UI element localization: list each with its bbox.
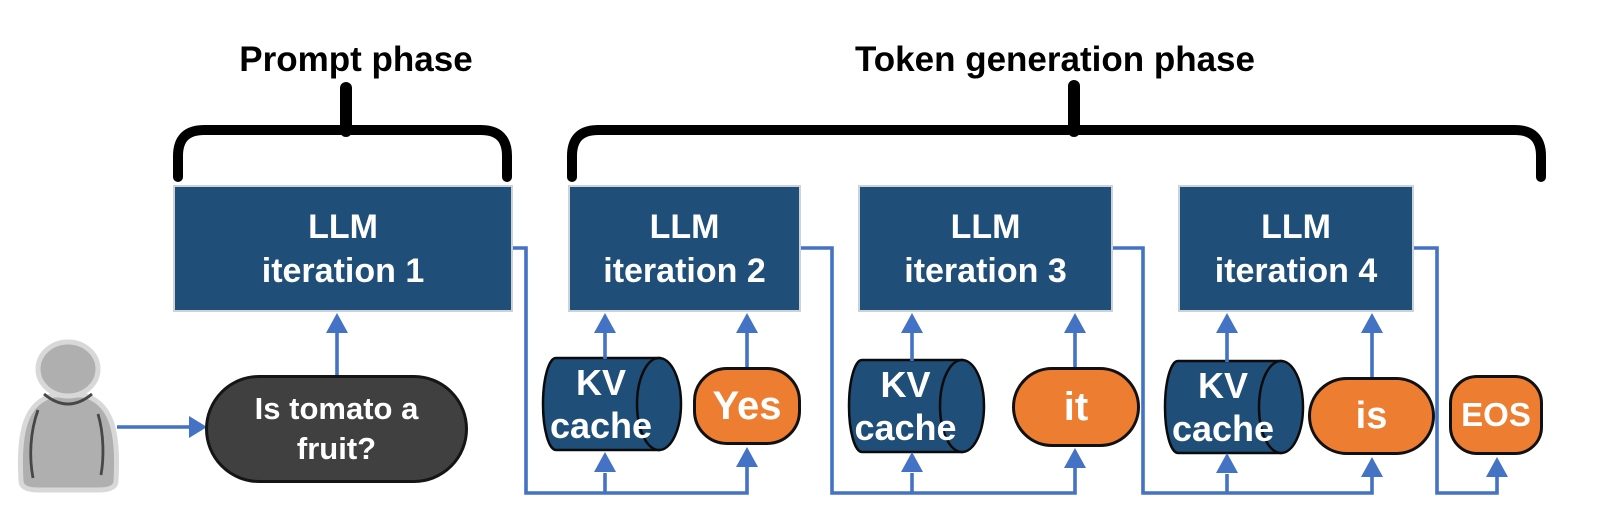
feedback-line-iter3 (1113, 246, 1374, 495)
token-generation-phase-label: Token generation phase (855, 40, 1255, 79)
llm-iteration-4-line2: iteration 4 (1214, 251, 1378, 290)
llm-iteration-1-line2: iteration 1 (261, 251, 425, 290)
token-bubble-yes: Yes (693, 367, 801, 445)
token-bubble-it: it (1012, 367, 1140, 447)
kv-cache-cylinder-3 (1163, 359, 1305, 455)
arrowheads (189, 313, 1508, 477)
llm-iteration-2-line1: LLM (649, 207, 720, 246)
input-arrows (117, 333, 1374, 429)
prompt-phase-label: Prompt phase (239, 40, 473, 79)
llm-iteration-3-line2: iteration 3 (904, 251, 1067, 290)
llm-iteration-1-box: LLM iteration 1 (173, 185, 513, 312)
prompt-bubble-line2: fruit? (296, 431, 377, 466)
llm-iteration-4-line1: LLM (1261, 207, 1331, 246)
token-phase-brace (567, 80, 1546, 182)
llm-iteration-2-box: LLM iteration 2 (568, 185, 801, 312)
person-icon (17, 339, 120, 493)
feedback-connectors (513, 246, 1499, 495)
feedback-line-iter4 (1414, 246, 1499, 495)
feedback-line-iter2 (801, 246, 1077, 495)
prompt-bubble: Is tomato a fruit? (205, 375, 468, 483)
kv-cache-cylinder-2 (847, 358, 986, 454)
llm-iteration-4-box: LLM iteration 4 (1178, 185, 1414, 312)
prompt-bubble-line1: Is tomato a (254, 391, 419, 426)
llm-iteration-3-box: LLM iteration 3 (858, 185, 1113, 312)
feedback-line-iter1 (513, 246, 749, 495)
llm-iteration-2-line2: iteration 2 (603, 251, 766, 290)
token-bubble-is: is (1308, 377, 1435, 455)
llm-iteration-1-line1: LLM (308, 207, 378, 246)
token-bubble-eos: EOS (1449, 375, 1543, 455)
kv-cache-cylinder-1 (541, 356, 683, 452)
prompt-phase-brace (173, 82, 512, 182)
llm-iteration-3-line1: LLM (950, 207, 1021, 246)
